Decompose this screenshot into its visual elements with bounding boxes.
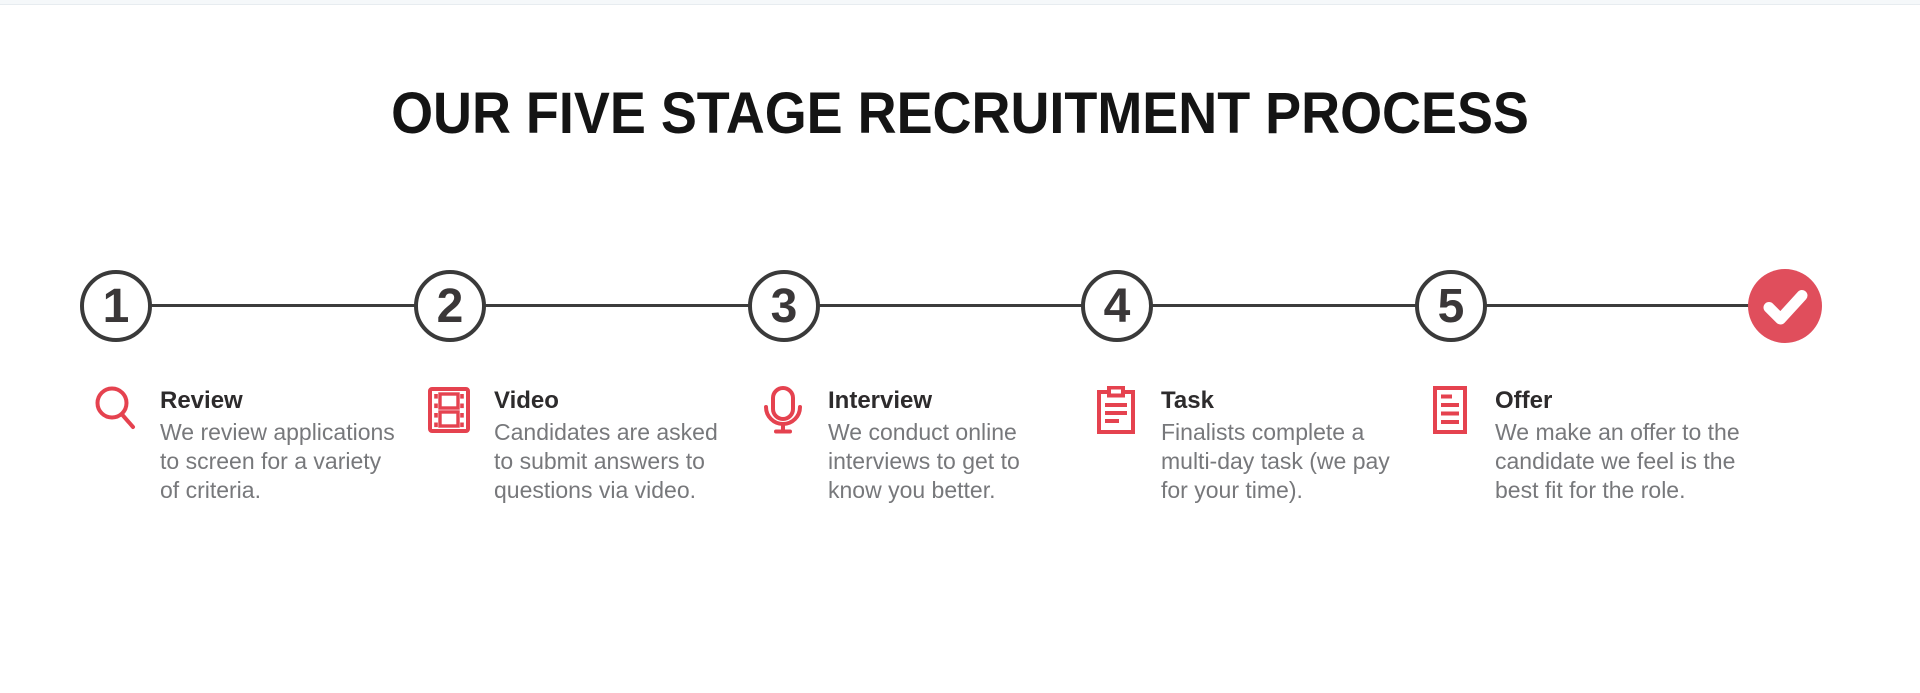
stage-text: Task Finalists complete a multi-day task… bbox=[1161, 386, 1411, 505]
stage-description-line: for your time). bbox=[1161, 477, 1303, 503]
stage-description-line: to submit answers to bbox=[494, 448, 705, 474]
stage-description-line: We review applications bbox=[160, 419, 395, 445]
step-circle-5: 5 bbox=[1415, 270, 1487, 342]
stage-description-line: Finalists complete a bbox=[1161, 419, 1365, 445]
stage-title: Video bbox=[494, 387, 559, 414]
step-number: 5 bbox=[1437, 279, 1465, 333]
stage-description-line: of criteria. bbox=[160, 477, 261, 503]
document-icon bbox=[1428, 386, 1472, 434]
stage-review: Review We review applications to screen … bbox=[93, 386, 410, 505]
completion-marker bbox=[1748, 269, 1822, 343]
stage-offer: Offer We make an offer to the candidate … bbox=[1428, 386, 1745, 505]
stage-description-line: We make an offer to the bbox=[1495, 419, 1740, 445]
stage-description-line: know you better. bbox=[828, 477, 996, 503]
stage-video: Video Candidates are asked to submit ans… bbox=[427, 386, 744, 505]
timeline-connector-line bbox=[116, 304, 1785, 307]
stage-text: Interview We conduct online interviews t… bbox=[828, 386, 1078, 505]
step-number: 4 bbox=[1103, 279, 1131, 333]
stage-interview: Interview We conduct online interviews t… bbox=[761, 386, 1078, 505]
step-number: 2 bbox=[436, 279, 464, 333]
stage-description-line: candidate we feel is the bbox=[1495, 448, 1736, 474]
stage-text: Offer We make an offer to the candidate … bbox=[1495, 386, 1745, 505]
stage-text: Review We review applications to screen … bbox=[160, 386, 410, 505]
step-circle-1: 1 bbox=[80, 270, 152, 342]
step-number: 1 bbox=[102, 279, 130, 333]
microphone-icon bbox=[761, 386, 805, 434]
top-strip bbox=[0, 0, 1920, 5]
magnifier-icon bbox=[93, 386, 137, 434]
stage-title: Review bbox=[160, 387, 243, 414]
stage-text: Video Candidates are asked to submit ans… bbox=[494, 386, 744, 505]
checkmark-icon bbox=[1748, 269, 1822, 343]
stage-description-line: best fit for the role. bbox=[1495, 477, 1686, 503]
clipboard-icon bbox=[1094, 386, 1138, 434]
page-title: OUR FIVE STAGE RECRUITMENT PROCESS bbox=[391, 81, 1529, 146]
stage-description-line: questions via video. bbox=[494, 477, 697, 503]
step-circle-4: 4 bbox=[1081, 270, 1153, 342]
step-number: 3 bbox=[770, 279, 798, 333]
step-circle-2: 2 bbox=[414, 270, 486, 342]
stage-description-line: Candidates are asked bbox=[494, 419, 718, 445]
stage-title: Interview bbox=[828, 387, 933, 414]
stage-task: Task Finalists complete a multi-day task… bbox=[1094, 386, 1411, 505]
stage-title: Offer bbox=[1495, 387, 1553, 414]
stage-description-line: to screen for a variety bbox=[160, 448, 382, 474]
stage-description-line: We conduct online bbox=[828, 419, 1017, 445]
film-strip-icon bbox=[427, 386, 471, 434]
stage-description-line: multi-day task (we pay bbox=[1161, 448, 1390, 474]
stage-title: Task bbox=[1161, 387, 1214, 414]
stage-description-line: interviews to get to bbox=[828, 448, 1020, 474]
step-circle-3: 3 bbox=[748, 270, 820, 342]
